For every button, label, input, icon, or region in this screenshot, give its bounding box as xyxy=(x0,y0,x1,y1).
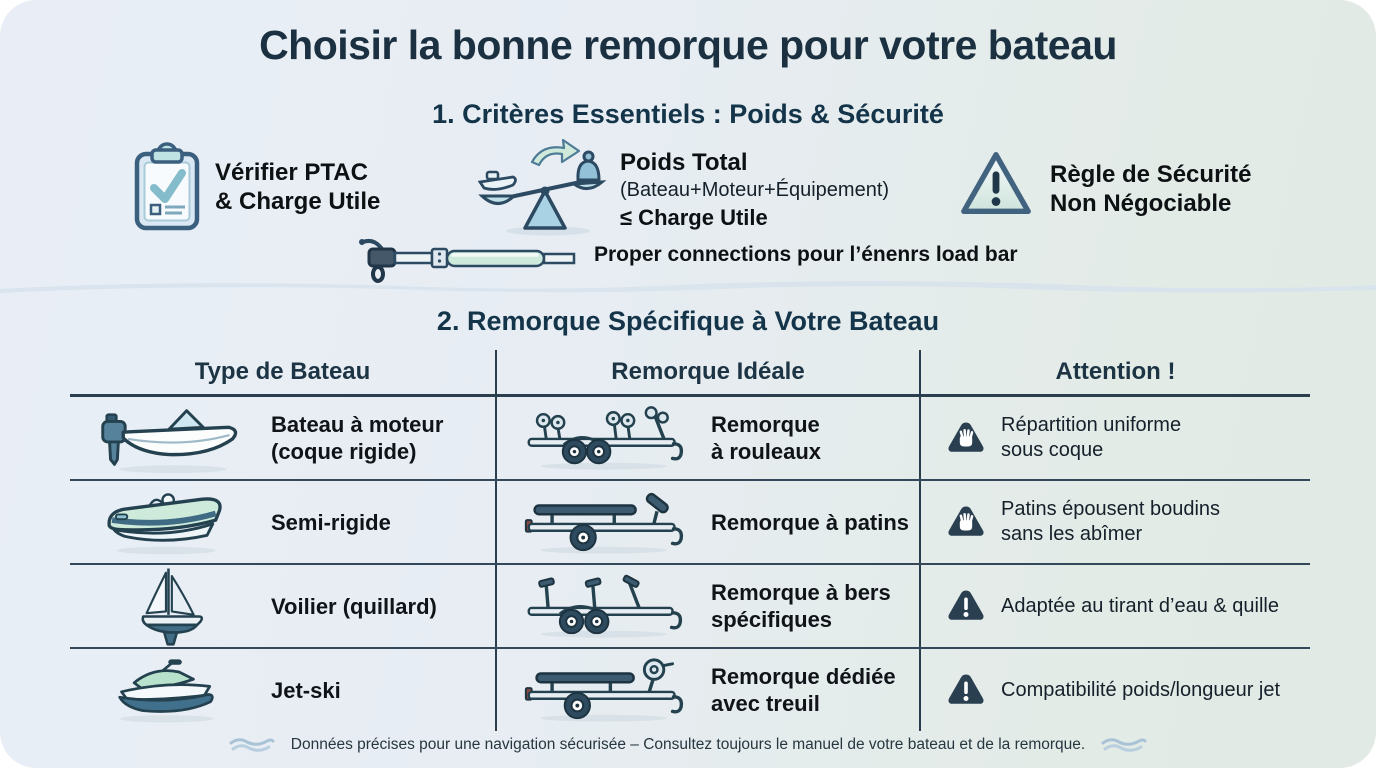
trailer-type-label: Remorque à bers spécifiques xyxy=(711,579,891,633)
trailer-type-label: Remorque dédiée avec treuil xyxy=(711,663,896,717)
trailer-type-line2: à rouleaux xyxy=(711,439,822,464)
trailer-type-label: Remorque à rouleaux xyxy=(711,411,821,465)
loadbar-note: Proper connections pour l’énenrs load ba… xyxy=(594,243,1018,266)
rib-boat-icon xyxy=(88,484,253,560)
attention-line2: sans les abîmer xyxy=(1001,523,1143,545)
trailer-type-line1: Remorque à bers xyxy=(711,580,891,605)
tow-bar-icon xyxy=(352,234,580,286)
trailer-table: Type de Bateau Remorque Idéale Attention… xyxy=(70,350,1310,731)
boat-type-label: Semi-rigide xyxy=(271,509,391,536)
page-title: Choisir la bonne remorque pour votre bat… xyxy=(259,22,1117,68)
total-weight-line2: (Bateau+Moteur+Équipement) xyxy=(620,179,890,201)
header-attention: Attention ! xyxy=(1055,358,1176,385)
table-row: Semi-rigide xyxy=(70,481,1310,565)
alert-warning-icon xyxy=(946,588,988,624)
attention-label: Adaptée au tirant d’eau & quille xyxy=(1001,594,1279,619)
jetski-icon xyxy=(88,654,253,726)
attention-label: Patins épousent boudins sans les abîmer xyxy=(1001,497,1220,547)
table-row: Jet-ski xyxy=(70,649,1310,731)
sailboat-icon xyxy=(88,566,253,646)
wave-divider xyxy=(0,276,1376,300)
table-row: Bateau à moteur (coque rigide) xyxy=(70,397,1310,481)
trailer-type-line1: Remorque à patins xyxy=(711,509,910,535)
boat-type-line1: Semi-rigide xyxy=(271,509,391,535)
roller-trailer-icon xyxy=(521,404,691,472)
motorboat-icon xyxy=(88,399,253,477)
check-ptac-label: Vérifier PTAC & Charge Utile xyxy=(215,158,380,216)
warning-triangle-icon xyxy=(957,148,1035,220)
boat-type-label: Voilier (quillard) xyxy=(271,593,437,620)
boat-type-label: Bateau à moteur (coque rigide) xyxy=(271,411,443,465)
table-row: Voilier (quillard) xyxy=(70,565,1310,649)
boat-type-line2: (coque rigide) xyxy=(271,439,417,464)
attention-label: Compatibilité poids/longueur jet xyxy=(1001,678,1280,703)
balance-scale-icon xyxy=(478,138,614,238)
total-weight-label: Poids Total (Bateau+Moteur+Équipement) ≤… xyxy=(620,148,889,232)
wave-icon xyxy=(229,736,275,754)
total-weight-line3: ≤ Charge Utile xyxy=(620,205,768,230)
boat-type-line1: Bateau à moteur xyxy=(271,412,444,437)
attention-line1: Répartition uniforme xyxy=(1001,414,1182,436)
hand-warning-icon xyxy=(946,504,988,540)
boat-type-label: Jet-ski xyxy=(271,677,341,704)
alert-warning-icon xyxy=(946,672,988,708)
total-weight-line1: Poids Total xyxy=(620,149,748,176)
check-ptac-line1: Vérifier PTAC xyxy=(215,159,368,186)
attention-line1: Patins épousent boudins xyxy=(1001,498,1221,520)
trailer-type-line2: spécifiques xyxy=(711,607,833,632)
trailer-type-line2: avec treuil xyxy=(711,691,820,716)
section1-heading: 1. Critères Essentiels : Poids & Sécurit… xyxy=(432,99,944,129)
header-boat-type: Type de Bateau xyxy=(70,350,497,394)
header-ideal-trailer: Remorque Idéale xyxy=(497,350,921,394)
table-header-row: Type de Bateau Remorque Idéale Attention… xyxy=(70,350,1310,397)
check-ptac-line2: & Charge Utile xyxy=(215,188,381,215)
cradle-trailer-icon xyxy=(521,572,691,640)
section2-heading: 2. Remorque Spécifique à Votre Bateau xyxy=(436,306,940,336)
attention-label: Répartition uniforme sous coque xyxy=(1001,413,1181,463)
footer-text: Données précises pour une navigation séc… xyxy=(290,736,1086,753)
trailer-type-line1: Remorque dédiée xyxy=(711,664,896,689)
hand-warning-icon xyxy=(946,420,988,456)
boat-type-line1: Jet-ski xyxy=(271,677,341,703)
boat-type-line1: Voilier (quillard) xyxy=(271,593,437,619)
safety-rule-label: Règle de Sécurité Non Négociable xyxy=(1050,160,1251,218)
safety-rule-line1: Règle de Sécurité xyxy=(1050,161,1252,188)
attention-line2: sous coque xyxy=(1001,439,1104,461)
attention-line1: Adaptée au tirant d’eau & quille xyxy=(1001,594,1279,617)
trailer-type-line1: Remorque xyxy=(711,412,820,437)
wave-icon xyxy=(1101,736,1147,754)
footer: Données précises pour une navigation séc… xyxy=(0,736,1376,754)
winch-trailer-icon xyxy=(521,656,691,724)
attention-line1: Compatibilité poids/longueur jet xyxy=(1001,678,1281,701)
trailer-type-label: Remorque à patins xyxy=(711,509,909,536)
clipboard-check-icon xyxy=(131,141,203,233)
safety-rule-line2: Non Négociable xyxy=(1050,190,1232,217)
bunk-trailer-icon xyxy=(521,488,691,556)
